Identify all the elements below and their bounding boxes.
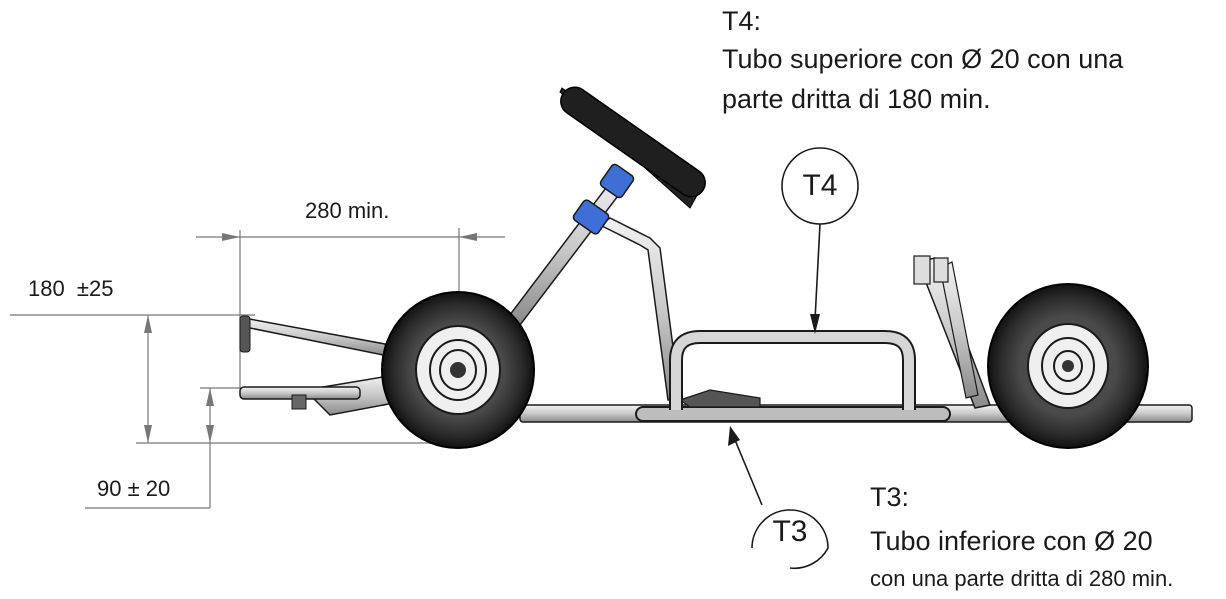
steering-joints [572,163,635,235]
callout-t4-shape [781,147,859,334]
t4-annotation-line1: Tubo superiore con Ø 20 con una [722,44,1124,74]
dimension-pedal-height: 180 ±25 [28,276,114,301]
t3-annotation-line2: con una parte dritta di 280 min. [870,566,1174,591]
t3-annotation-title: T3: [870,482,910,512]
steering-wheel [559,86,706,209]
t3-annotation-line1: Tubo inferiore con Ø 20 [870,526,1153,556]
callout-t3-label: T3 [772,515,808,548]
t4-annotation-line2: parte dritta di 180 min. [722,84,991,114]
dimension-pedal-length: 280 min. [305,198,390,223]
callout-t4-label: T4 [802,169,838,202]
callout-t3-shape [728,426,829,570]
t4-annotation-title: T4: [722,6,762,36]
rear-wheel [987,283,1149,449]
dimension-footrest-height: 90 ± 20 [97,476,171,501]
dimension-lines [10,228,505,509]
front-wheel [381,291,535,449]
